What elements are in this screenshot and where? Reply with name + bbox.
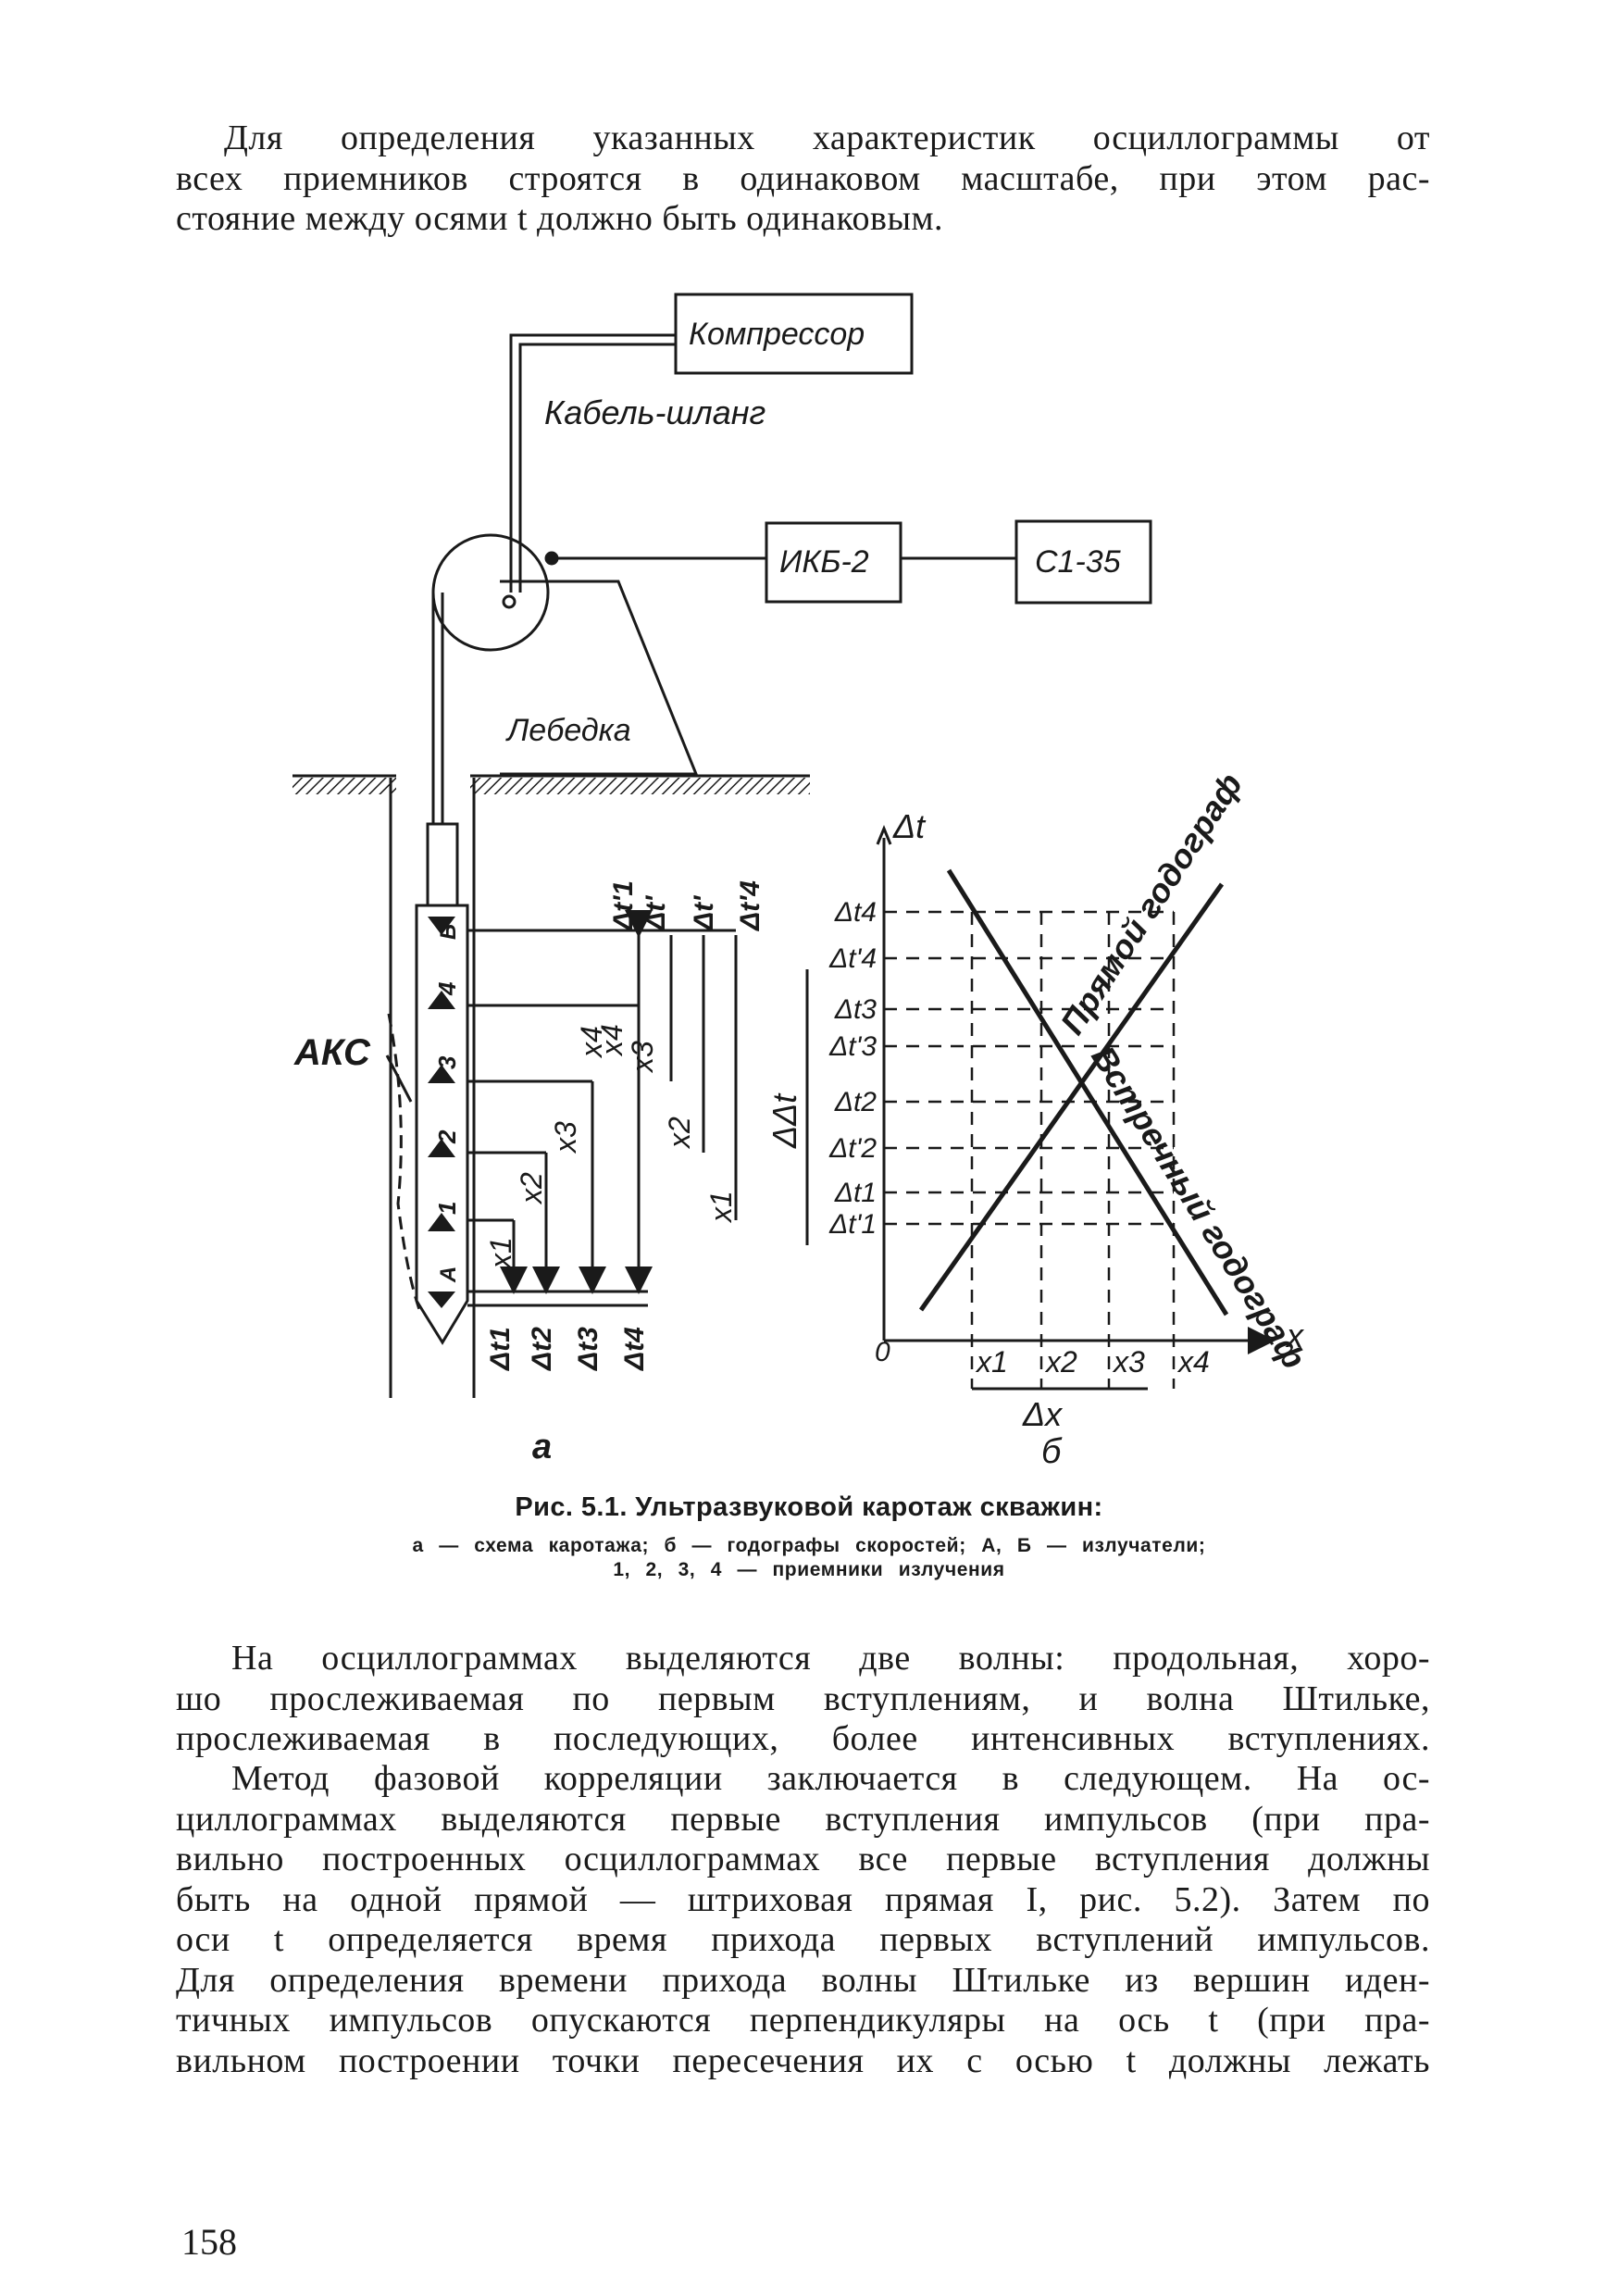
dt-label: Δt' [641, 895, 671, 931]
delta-x-label: Δx [1022, 1395, 1064, 1433]
text-line: вильном построении точки пересечения их … [176, 2040, 1430, 2080]
dt-label: Δt2 [527, 1327, 557, 1371]
winch-label: Лебедка [505, 713, 631, 748]
text-line: оси t определяется время прихода первых … [176, 1920, 1430, 1959]
figure-caption-title: Рис. 5.1. Ультразвуковой каротаж скважин… [515, 1492, 1103, 1522]
x-tick-label: x1 [975, 1345, 1008, 1379]
chart-grid [884, 910, 1176, 1389]
reverse-hodograph-label: Встречный годограф [1084, 1040, 1313, 1376]
x-label: x2 [663, 1117, 696, 1150]
panel-b-label: б [1041, 1432, 1063, 1471]
text-line: тичных импульсов опускаются перпендикуля… [176, 2001, 1430, 2040]
x-label: x3 [626, 1041, 659, 1074]
text-line: Для определения указанных характеристик … [224, 119, 1430, 157]
y-tick-label: Δt'1 [828, 1209, 877, 1240]
compressor-label: Компрессор [689, 317, 865, 352]
winch-pulley [431, 533, 550, 652]
ikb-label: ИКБ-2 [779, 544, 869, 580]
probe-aks [415, 904, 469, 1345]
aks-label: АКС [293, 1032, 371, 1073]
y-tick-label: Δt'3 [828, 1031, 877, 1062]
intro-paragraph: Для определения указанных характеристик … [176, 119, 1430, 240]
figure-caption-line: а — схема каротажа; б — годографы скорос… [412, 1535, 1206, 1556]
x-label: x1 [484, 1237, 517, 1270]
text-line: На осциллограммах выделяются две волны: … [231, 1639, 1430, 1678]
cable-hose-label: Кабель-шланг [544, 393, 765, 431]
receiver-label: 2 [433, 1129, 461, 1144]
x-tick-label: x4 [1176, 1345, 1210, 1379]
text-line: быть на одной прямой — штриховая прямая … [176, 1879, 1430, 1919]
x-label: x4 [575, 1026, 608, 1059]
c135-box [1014, 519, 1152, 605]
panel-a-label: а [532, 1428, 552, 1466]
body-paragraph: Метод фазовой корреляции заключается в с… [176, 1759, 1430, 2081]
y-tick-label: Δt3 [834, 994, 877, 1025]
delta-delta-t-label: ΔΔt [765, 1092, 803, 1149]
dt-label: Δt4 [619, 1327, 650, 1371]
text-line: стояние между осями t должно быть одинак… [176, 199, 944, 238]
ikb-box [765, 521, 902, 604]
y-tick-label: Δt'4 [828, 943, 877, 974]
y-tick-label: Δt1 [834, 1178, 877, 1208]
y-tick-label: Δt2 [834, 1087, 877, 1117]
direct-hodograph-label: Прямой годограф [1052, 767, 1250, 1042]
text-line: вильно построенных осциллограммах все пе… [176, 1840, 1430, 1878]
receiver-label: 1 [433, 1202, 461, 1215]
x-label: x3 [549, 1121, 582, 1154]
x-label: x2 [515, 1172, 548, 1205]
body-paragraph: На осциллограммах выделяются две волны: … [176, 1639, 1430, 1760]
figure-caption-line: 1, 2, 3, 4 — приемники излучения [613, 1559, 1005, 1580]
text-line: циллограммах выделяются первые вступлени… [176, 1799, 1430, 1839]
y-tick-label: Δt'2 [828, 1133, 877, 1164]
origin-label: 0 [875, 1337, 890, 1367]
c135-label: С1-35 [1035, 544, 1121, 580]
emitter-a-label: А [436, 1267, 461, 1283]
receiver-label: 3 [433, 1055, 461, 1069]
winch-frame [500, 580, 699, 776]
text-line: Метод фазовой корреляции заключается в с… [231, 1759, 1430, 1798]
text-line: всех приемников строятся в одинаковом ма… [176, 158, 1430, 198]
receiver-label: 4 [433, 981, 461, 996]
x-tick-label: x3 [1112, 1345, 1145, 1379]
y-axis-label: Δt [892, 807, 927, 845]
text-line: прослеживаемая в последующих, более инте… [176, 1719, 1430, 1758]
figure-5-1: x1 x2 x3 x4 x4 x3 x2 x1 Δt1 Δt2 Δt3 Δt4 … [292, 293, 1313, 1471]
dt-label: Δt' [689, 895, 719, 931]
x-label: x1 [704, 1191, 738, 1224]
dt-label: Δt'4 [735, 880, 765, 931]
dt-label: Δt'1 [608, 880, 639, 931]
emitter-b-label: Б [436, 924, 461, 940]
page-number: 158 [181, 2221, 237, 2263]
dt-label: Δt3 [573, 1327, 604, 1371]
dt-label: Δt1 [485, 1327, 516, 1371]
x-tick-label: x2 [1044, 1345, 1077, 1379]
reverse-hodograph-line [946, 868, 1229, 1316]
direct-hodograph-line [918, 882, 1225, 1312]
x-label: x4 [595, 1024, 629, 1057]
cable-hose-line [509, 333, 676, 593]
text-line: шо прослеживаемая по первым вступлениям,… [176, 1678, 1430, 1718]
x-axis-label: x [1285, 1316, 1305, 1354]
y-tick-label: Δt4 [834, 897, 877, 928]
text-line: Для определения времени прихода волны Шт… [176, 1960, 1430, 2000]
